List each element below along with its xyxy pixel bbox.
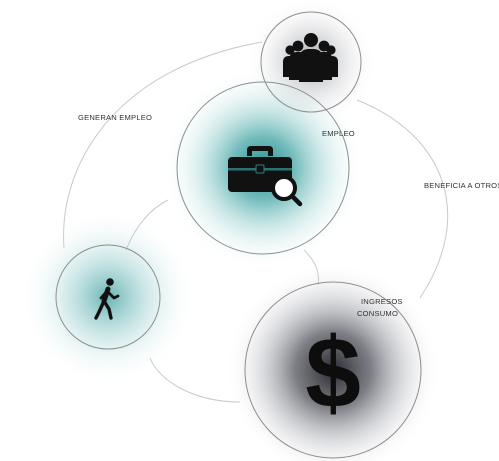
dinero-glow	[225, 262, 441, 461]
label-empleo: EMPLEO	[322, 129, 355, 138]
connector-arc-beneficia	[356, 99, 449, 299]
dinero-ring	[244, 281, 422, 459]
connector-arc-generan-empleo	[63, 41, 263, 249]
personas-ring	[260, 11, 362, 113]
trabajador-ring	[55, 244, 161, 350]
trabajador-glow	[20, 209, 196, 385]
dollar-sign-icon: $	[305, 317, 361, 429]
label-ingresos: INGRESOS	[361, 297, 403, 306]
empleo-ring	[176, 81, 350, 255]
walking-person-icon	[94, 278, 120, 320]
people-group-icon	[283, 33, 338, 82]
briefcase-search-icon	[228, 146, 303, 207]
label-generan-empleo: GENERAN EMPLEO	[78, 113, 152, 122]
label-consumo: CONSUMO	[357, 309, 398, 318]
label-beneficia-a-otros: BENEFICIA A OTROS	[424, 181, 499, 190]
